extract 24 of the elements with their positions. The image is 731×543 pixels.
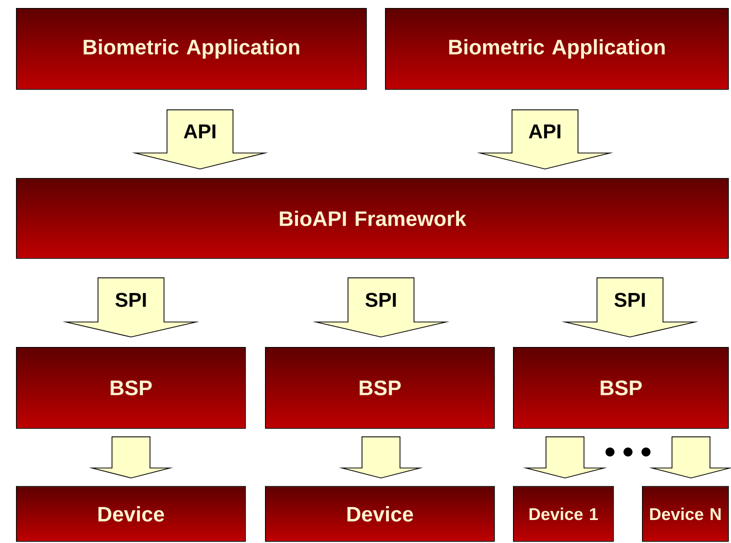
edge-label: SPI — [612, 292, 648, 308]
edge-label: SPI — [364, 292, 398, 308]
layer-box: BSP — [16, 347, 246, 429]
layer-box: Biometric Application — [16, 8, 367, 90]
layer-box: Device — [16, 486, 246, 542]
block-arrow — [648, 436, 731, 478]
block-arrow — [522, 436, 608, 478]
edge-label: SPI — [114, 292, 148, 308]
edge-label: API — [182, 124, 218, 140]
layer-box: Biometric Application — [385, 8, 729, 90]
edge-label: API — [527, 124, 563, 140]
block-arrow — [476, 109, 614, 170]
block-arrow — [312, 277, 450, 338]
layer-box: BSP — [513, 347, 729, 429]
layer-box: BSP — [265, 347, 495, 429]
layer-box: Device — [265, 486, 495, 542]
block-arrow — [561, 277, 699, 338]
block-arrow — [88, 436, 174, 478]
layer-box: Device 1 — [513, 486, 614, 542]
layer-box: Device N — [642, 486, 729, 542]
block-arrow — [62, 277, 200, 338]
block-arrow — [132, 109, 268, 170]
layer-box: BioAPI Framework — [16, 178, 729, 259]
block-arrow — [338, 436, 424, 478]
